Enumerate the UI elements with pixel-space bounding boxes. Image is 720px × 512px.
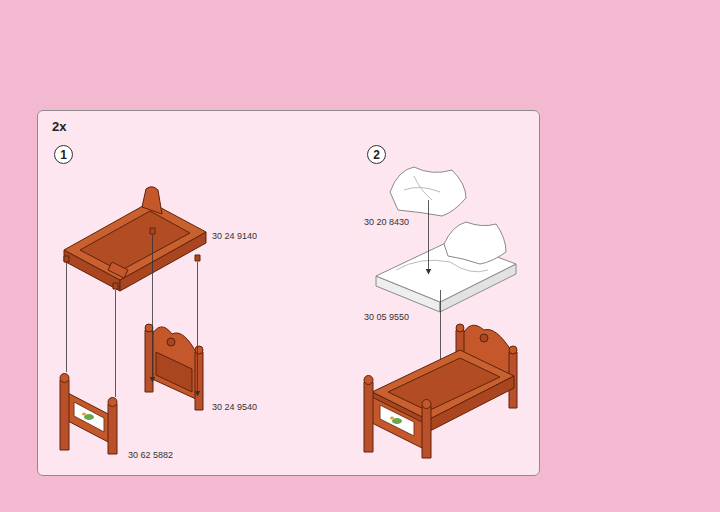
quantity-label: 2x <box>52 119 66 134</box>
pillow-part <box>390 167 466 216</box>
bed-base-part <box>64 187 206 291</box>
mattress-part <box>376 222 516 312</box>
panel-ground <box>37 110 540 476</box>
part-number: 30 24 9140 <box>212 232 257 242</box>
assembled-bed <box>364 324 517 458</box>
part-number: 30 20 8430 <box>364 218 409 228</box>
step-number-circle: 2 <box>367 145 386 164</box>
footboard-part <box>60 374 117 455</box>
guide-lines <box>67 235 198 397</box>
step-number: 2 <box>373 149 380 161</box>
part-number: 30 62 5882 <box>128 451 173 461</box>
step-number: 1 <box>60 149 67 161</box>
headboard-part <box>145 324 203 410</box>
step-panel: 2x 1 2 <box>37 110 540 476</box>
part-number: 30 24 9540 <box>212 403 257 413</box>
part-number: 30 05 9550 <box>364 313 409 323</box>
step-number-circle: 1 <box>54 145 73 164</box>
